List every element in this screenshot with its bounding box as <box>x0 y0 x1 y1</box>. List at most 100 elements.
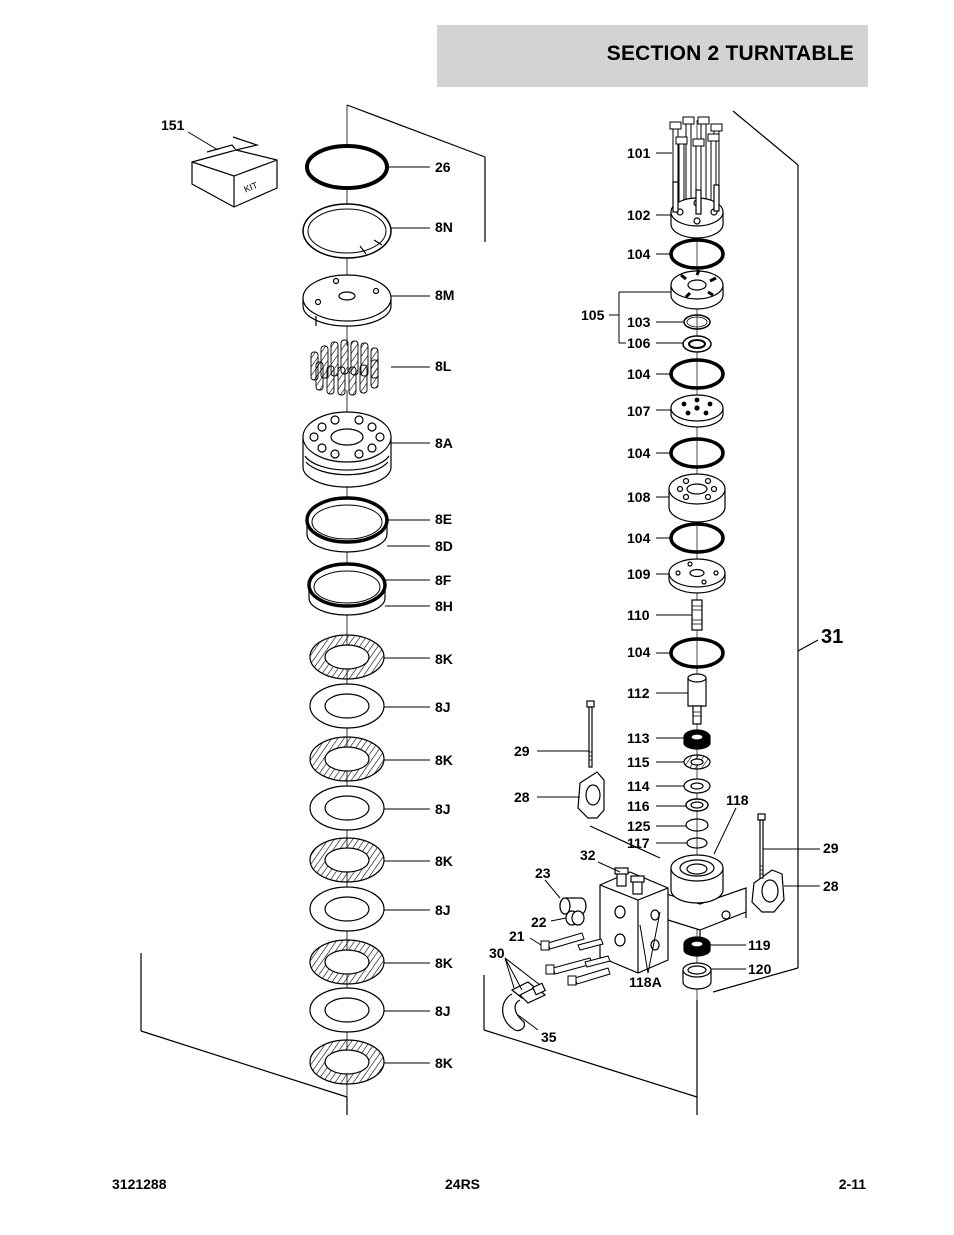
callout-8j-1: 8J <box>435 699 451 715</box>
part-8n-retaining-ring <box>302 203 392 259</box>
part-8k-disc <box>309 736 385 782</box>
page-number: 2-11 <box>838 1176 866 1192</box>
part-103-ring-inner <box>686 316 708 328</box>
part-105-gerotor-set <box>670 269 724 310</box>
callout-102: 102 <box>627 207 651 223</box>
callout-29-left: 29 <box>514 743 530 759</box>
callout-8h: 8H <box>435 598 453 614</box>
right-motor-stack <box>483 110 819 1115</box>
callout-8f: 8F <box>435 572 452 588</box>
part-106-seal <box>682 335 712 353</box>
part-28-bracket-right <box>751 869 785 913</box>
callout-104-2: 104 <box>627 366 651 382</box>
callout-116: 116 <box>627 798 650 814</box>
section-title: SECTION 2 TURNTABLE <box>606 42 854 65</box>
part-29-bolt-right <box>757 813 766 879</box>
part-8k-disc <box>309 837 385 883</box>
callout-103: 103 <box>627 314 651 330</box>
callout-108: 108 <box>627 489 651 505</box>
part-118a-valve-block <box>599 871 669 974</box>
callout-30: 30 <box>489 945 505 961</box>
part-21-capscrews <box>540 932 611 986</box>
part-8k-disc <box>309 634 385 680</box>
callout-28-right: 28 <box>823 878 839 894</box>
part-8j-plate <box>309 683 385 729</box>
model-name: 24RS <box>445 1176 481 1192</box>
part-8j-plate <box>309 785 385 831</box>
callout-104-3: 104 <box>627 445 651 461</box>
callout-8j-2: 8J <box>435 801 451 817</box>
part-108-manifold <box>668 473 726 523</box>
manual-number: 3121288 <box>112 1176 167 1192</box>
callout-109: 109 <box>627 566 651 582</box>
callout-104-4: 104 <box>627 530 651 546</box>
callout-31: 31 <box>821 626 843 648</box>
callout-29-right: 29 <box>823 840 839 856</box>
callout-105: 105 <box>581 307 605 323</box>
callout-labels: 151 26 8N 8M 8L 8A 8E 8D 8F 8H 8K 8J 8K … <box>161 117 843 1071</box>
part-8m-plate <box>302 274 392 327</box>
callout-104-1: 104 <box>627 246 651 262</box>
part-32-fittings <box>614 867 645 895</box>
callout-8d: 8D <box>435 538 453 554</box>
leader-lines <box>187 131 820 1064</box>
callout-106: 106 <box>627 335 651 351</box>
part-109-plate <box>668 558 726 594</box>
part-110-drive-link <box>691 599 703 631</box>
part-8e-8d-seals <box>305 496 389 553</box>
callout-110: 110 <box>627 607 650 623</box>
callout-112: 112 <box>627 685 650 701</box>
part-120-bearing-cup <box>682 962 712 990</box>
part-119-bearing <box>683 936 711 957</box>
callout-8j-4: 8J <box>435 1003 451 1019</box>
callout-8a: 8A <box>435 435 453 451</box>
part-113-bearing <box>683 729 711 750</box>
callout-8k-2: 8K <box>435 752 453 768</box>
part-151-kit-box: KIT <box>191 136 278 208</box>
callout-35: 35 <box>541 1029 557 1045</box>
callout-8m: 8M <box>435 287 454 303</box>
part-8k-disc <box>309 1039 385 1085</box>
part-112-shaft <box>687 673 707 725</box>
part-116-seal <box>685 798 709 812</box>
part-125-ring <box>685 818 709 832</box>
section-header: SECTION 2 TURNTABLE <box>437 25 868 87</box>
part-26-o-ring <box>305 144 389 190</box>
callout-125: 125 <box>627 818 651 834</box>
callout-28-left: 28 <box>514 789 530 805</box>
callout-8k-1: 8K <box>435 651 453 667</box>
part-107-plate <box>670 394 724 428</box>
callout-8n: 8N <box>435 219 453 235</box>
callout-115: 115 <box>627 754 650 770</box>
part-115-thrust-bearing <box>683 754 711 770</box>
callout-114: 114 <box>627 778 650 794</box>
callout-8e: 8E <box>435 511 452 527</box>
part-8j-plate <box>309 886 385 932</box>
callout-23: 23 <box>535 865 551 881</box>
callout-26: 26 <box>435 159 451 175</box>
callout-104-5: 104 <box>627 644 651 660</box>
callout-113: 113 <box>627 730 650 746</box>
part-22-plug <box>565 910 585 926</box>
callout-21: 21 <box>509 928 525 944</box>
callout-118: 118 <box>726 792 749 808</box>
callout-101: 101 <box>627 145 651 161</box>
callout-119: 119 <box>748 937 771 953</box>
callout-8k-5: 8K <box>435 1055 453 1071</box>
part-8l-springs <box>309 339 385 396</box>
callout-117: 117 <box>627 835 650 851</box>
callout-8j-3: 8J <box>435 902 451 918</box>
part-118-housing <box>635 854 747 938</box>
part-29-bolt-left <box>586 700 595 768</box>
part-8k-disc <box>309 939 385 985</box>
part-8j-plate <box>309 987 385 1033</box>
part-8a-piston <box>302 411 392 488</box>
part-114-washer <box>683 778 711 794</box>
callout-22: 22 <box>531 914 547 930</box>
callout-8l: 8L <box>435 358 452 374</box>
callout-151: 151 <box>161 117 185 133</box>
callout-118a: 118A <box>629 974 662 990</box>
callout-8k-3: 8K <box>435 853 453 869</box>
part-102-end-cap <box>670 181 724 239</box>
